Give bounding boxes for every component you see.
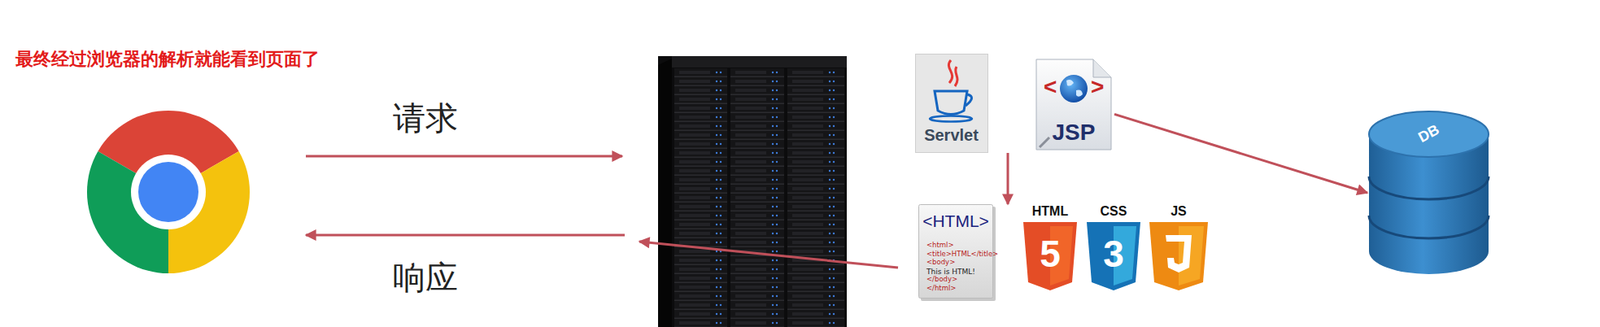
js-node: JS <box>1146 204 1212 293</box>
servlet-card <box>915 54 989 153</box>
node-text: 5 <box>1020 235 1081 273</box>
server-rack <box>658 56 847 327</box>
node-text: JSP <box>1033 119 1115 146</box>
rack-column <box>787 68 845 327</box>
node-text: Servlet <box>915 126 988 145</box>
rack-top <box>671 56 847 68</box>
node-text: This is HTML! <box>926 267 976 276</box>
node-text: <html> <box>926 241 955 250</box>
shield-highlight <box>1178 226 1204 286</box>
jsp-continents <box>1066 79 1083 97</box>
jsp-pen <box>1039 137 1050 148</box>
arrow-label: 响应 <box>392 258 458 297</box>
css3-node: CSS 3 <box>1083 204 1144 293</box>
node-text: <body> <box>926 258 955 267</box>
database-node: DB <box>1367 109 1491 276</box>
rack-column <box>730 68 785 327</box>
node-text: <HTML> <box>918 211 994 232</box>
db-band <box>1368 176 1489 200</box>
jsp-globe <box>1059 74 1088 103</box>
rack-side <box>658 58 672 327</box>
java-steam <box>948 60 958 87</box>
node-text: < <box>1043 75 1057 99</box>
note-text: 最终经过浏览器的解析就能看到页面了 <box>15 48 320 70</box>
servlet-node: Servlet <box>915 53 1017 153</box>
flow-arrow <box>1007 152 1010 205</box>
html5-node: HTML 5 <box>1020 204 1081 293</box>
node-text: <title>HTML</title> <box>926 250 999 259</box>
chrome-logo <box>87 110 250 274</box>
java-handle <box>965 94 973 106</box>
html-document-node: <HTML> <html><title>HTML</title><body>Thi… <box>918 204 1017 301</box>
node-text: 3 <box>1083 235 1144 273</box>
java-saucer <box>929 116 973 123</box>
chrome-center <box>138 161 199 223</box>
arrow-label: 请求 <box>392 99 458 137</box>
chrome-ring <box>130 154 206 230</box>
node-text: CSS <box>1083 204 1144 219</box>
shield <box>1149 222 1208 291</box>
node-text: </html> <box>926 284 956 293</box>
request-arrow <box>305 155 623 158</box>
java-cup <box>934 91 968 115</box>
rack-column <box>674 68 728 327</box>
node-text: HTML <box>1020 204 1081 219</box>
js-mark <box>1165 235 1192 273</box>
return-arrow <box>639 241 899 268</box>
node-text: > <box>1090 75 1104 99</box>
jsp-node: < > JSP <box>1033 56 1115 153</box>
node-text: JS <box>1146 204 1212 219</box>
node-text: </body> <box>926 275 958 284</box>
response-arrow <box>305 234 625 237</box>
jsp-fold <box>1093 59 1112 78</box>
flow-arrow <box>1114 113 1368 193</box>
db-band <box>1368 215 1489 239</box>
rack-body <box>658 56 847 327</box>
